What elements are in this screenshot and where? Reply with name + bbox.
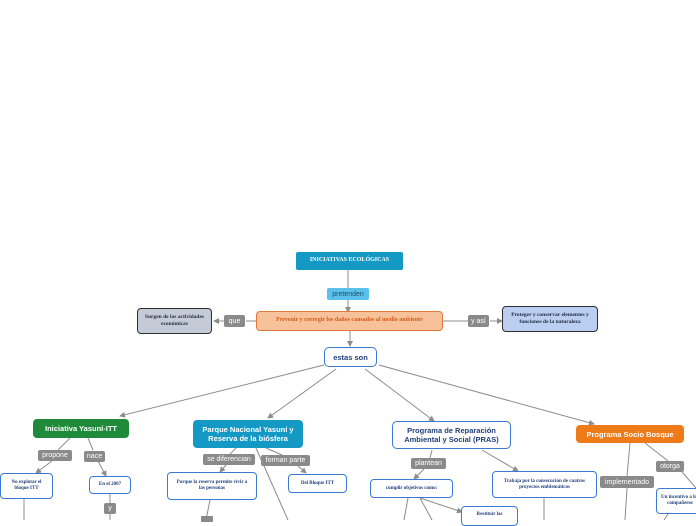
left-node-text: Surgen de las actividades económicas (144, 314, 205, 327)
right-node[interactable]: Proteger y conservar elementos y funcion… (502, 306, 598, 332)
link-label-propone: propone (38, 450, 72, 461)
branch-socio-bosque[interactable]: Programa Socio Bosque (576, 425, 684, 443)
leaf-en-2007[interactable]: En el 2007 (89, 476, 131, 494)
link-label-implementado: implementado (600, 476, 654, 488)
leaf-cumplir-objetivos[interactable]: cumplir objetivos como: (370, 479, 453, 498)
leaf-del-bloque-itt[interactable]: Del Bloque ITT (288, 474, 347, 493)
leaf-trabaja-proyectos[interactable]: Trabaja por la consecución de cuatros pr… (492, 471, 597, 498)
partial-node-bottom (201, 516, 213, 522)
leaf-porque-reserva-text: Porque la reserva permite vivir a las pe… (176, 480, 248, 491)
link-label-y: y (104, 503, 116, 514)
branch-socio-bosque-title: Programa Socio Bosque (586, 429, 674, 439)
link-label-que: que (224, 315, 245, 327)
branch-yasuni-itt-title: Iniciativa Yasuní-ITT (45, 424, 117, 433)
leaf-cumplir-objetivos-text: cumplir objetivos como: (385, 485, 438, 491)
link-label-se-diferencian: se diferencian (203, 454, 255, 465)
branch-yasuni-itt[interactable]: Iniciativa Yasuní-ITT (33, 419, 129, 438)
leaf-restituir[interactable]: Restituir las (461, 506, 518, 526)
link-label-nace: nace (84, 451, 105, 462)
root-title: INICIATIVAS ECOLÓGICAS (309, 257, 390, 264)
leaf-un-incentivo-text: Un incentivo a los compañeros (661, 495, 696, 506)
leaf-del-bloque-itt-text: Del Bloque ITT (300, 480, 335, 486)
central-node[interactable]: Prevenir y corregir los daños causados a… (256, 311, 443, 331)
branch-parque-yasuni[interactable]: Parque Nacional Yasuní y Reserva de la b… (193, 420, 303, 448)
link-label-forman-parte: forman parte (261, 455, 310, 466)
link-label-otorga: otorga (656, 461, 684, 472)
link-label-plantean: plantean (411, 458, 446, 469)
leaf-no-explotar-text: No explotar el bloque ITT (11, 480, 42, 491)
branch-pras[interactable]: Programa de Reparación Ambiental y Socia… (392, 421, 511, 449)
link-label-y-asi: y así (468, 315, 489, 327)
root-node[interactable]: INICIATIVAS ECOLÓGICAS (296, 252, 403, 270)
link-label-pretenden: pretenden (327, 288, 369, 300)
leaf-porque-reserva[interactable]: Porque la reserva permite vivir a las pe… (167, 472, 257, 500)
leaf-restituir-text: Restituir las (476, 512, 503, 517)
central-text: Prevenir y corregir los daños causados a… (276, 317, 423, 324)
branch-pras-title: Programa de Reparación Ambiental y Socia… (404, 426, 499, 444)
right-node-text: Proteger y conservar elementos y funcion… (511, 312, 589, 325)
estas-son-node[interactable]: estas son (324, 347, 377, 367)
leaf-trabaja-proyectos-text: Trabaja por la consecución de cuatros pr… (504, 478, 585, 490)
leaf-un-incentivo[interactable]: Un incentivo a los compañeros (656, 488, 696, 514)
left-node[interactable]: Surgen de las actividades económicas (137, 308, 212, 334)
leaf-no-explotar[interactable]: No explotar el bloque ITT (0, 473, 53, 499)
estas-son-text: estas son (333, 352, 368, 362)
branch-parque-yasuni-title: Parque Nacional Yasuní y Reserva de la b… (202, 425, 294, 443)
leaf-en-2007-text: En el 2007 (98, 482, 122, 487)
